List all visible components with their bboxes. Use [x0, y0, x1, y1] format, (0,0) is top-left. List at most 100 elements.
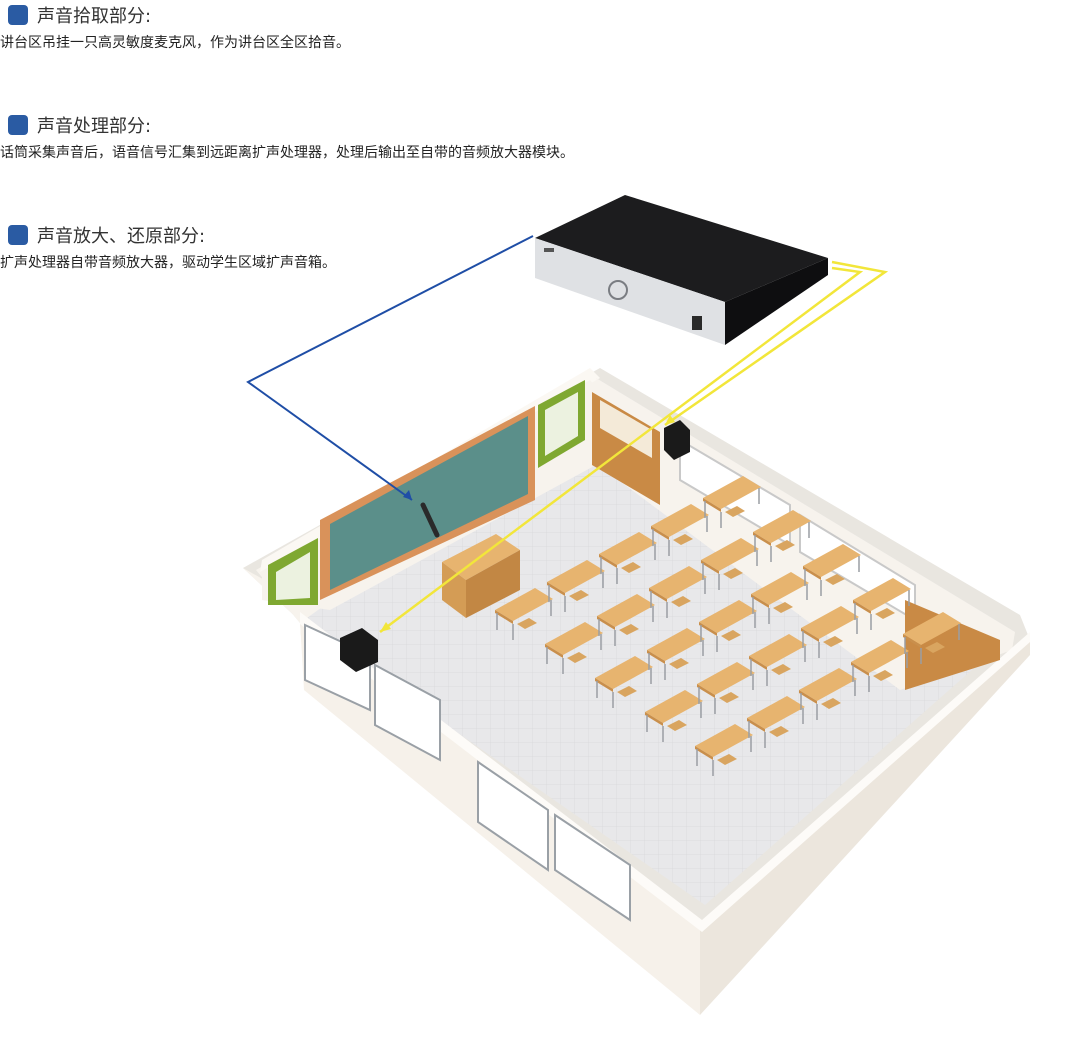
desk-edge — [749, 656, 767, 670]
desk-legs — [600, 544, 656, 584]
chair — [667, 720, 687, 731]
student-desks — [495, 476, 961, 776]
desk-edge — [595, 678, 613, 692]
desk-legs — [646, 702, 702, 742]
chair — [567, 652, 587, 663]
blackboard — [330, 416, 528, 590]
desk-legs — [800, 680, 856, 720]
front-window-4 — [554, 813, 631, 922]
desk-legs — [750, 646, 806, 686]
chair — [671, 596, 691, 607]
speaker-arrow-2 — [380, 622, 391, 632]
speaker-front — [340, 628, 378, 672]
desk — [751, 572, 809, 605]
desk-edge — [753, 532, 771, 546]
section-title-text: 声音拾取部分: — [37, 6, 152, 27]
desk-legs — [496, 600, 552, 640]
classroom-model — [243, 368, 1030, 1015]
chair — [725, 506, 745, 517]
section-title: 声音放大、还原部分: — [0, 222, 336, 248]
desk — [701, 538, 759, 571]
desk — [803, 544, 861, 577]
chair — [821, 698, 841, 709]
desk — [799, 668, 857, 701]
chair — [673, 534, 693, 545]
chair — [669, 658, 689, 669]
desk — [545, 622, 603, 655]
desk — [903, 612, 961, 645]
desk-legs — [802, 618, 858, 658]
processor-device — [535, 195, 828, 345]
desk-legs — [804, 556, 860, 596]
desk-legs — [702, 550, 758, 590]
chair — [717, 754, 737, 765]
desk — [753, 510, 811, 543]
signal-lines — [246, 235, 889, 633]
device-side — [725, 258, 828, 345]
desk-edge — [851, 662, 869, 676]
notice-paper-right — [545, 392, 578, 456]
desk-edge — [903, 634, 921, 648]
desk-edge — [751, 594, 769, 608]
section-description: 讲台区吊挂一只高灵敏度麦克风，作为讲台区全区拾音。 — [0, 35, 350, 51]
desk — [651, 504, 709, 537]
desk-edge — [545, 644, 563, 658]
device-switch — [692, 316, 702, 330]
chair — [775, 540, 795, 551]
desk-legs — [698, 674, 754, 714]
desk-edge — [703, 498, 721, 512]
desk — [495, 588, 553, 621]
desk-edge — [803, 566, 821, 580]
device-logo — [544, 248, 554, 252]
section-amplification: 声音放大、还原部分: 扩声处理器自带音频放大器，驱动学生区域扩声音箱。 — [0, 222, 336, 272]
speaker-back — [664, 420, 690, 460]
desk-legs — [696, 736, 752, 776]
desk — [747, 696, 805, 729]
desk — [645, 690, 703, 723]
desk-legs — [652, 516, 708, 556]
desk-legs — [598, 606, 654, 646]
desk — [699, 600, 757, 633]
desk-edge — [495, 610, 513, 624]
chair — [619, 624, 639, 635]
chair — [823, 636, 843, 647]
microphone — [420, 502, 440, 538]
desk — [853, 578, 911, 611]
chair — [769, 726, 789, 737]
desk — [801, 606, 859, 639]
device-top — [535, 195, 828, 302]
chair — [719, 692, 739, 703]
desk-legs — [650, 578, 706, 618]
desk-legs — [648, 640, 704, 680]
desk-edge — [597, 616, 615, 630]
desk-legs — [548, 572, 604, 612]
desk-legs — [546, 634, 602, 674]
podium-side — [466, 550, 520, 618]
desk-legs — [596, 668, 652, 708]
square-marker-icon — [8, 225, 28, 245]
section-title-text: 声音放大、还原部分: — [37, 226, 206, 247]
chair — [925, 642, 945, 653]
front-window-2 — [374, 663, 441, 762]
desk — [547, 560, 605, 593]
desk-edge — [853, 600, 871, 614]
chair — [617, 686, 637, 697]
back-door-window — [600, 400, 652, 458]
desk — [703, 476, 761, 509]
chair — [721, 630, 741, 641]
chair — [825, 574, 845, 585]
desk-legs — [754, 522, 810, 562]
speaker-arrow-1 — [665, 415, 675, 425]
desk-edge — [799, 690, 817, 704]
section-description: 话筒采集声音后，语音信号汇集到远距离扩声处理器，处理后输出至自带的音频放大器模块… — [0, 145, 574, 161]
square-marker-icon — [8, 115, 28, 135]
desk-edge — [697, 684, 715, 698]
desk — [597, 594, 655, 627]
desk-edge — [599, 554, 617, 568]
device-front — [535, 238, 725, 345]
desk-legs — [700, 612, 756, 652]
desk-edge — [649, 588, 667, 602]
desk-legs — [854, 590, 910, 630]
desk-legs — [704, 488, 760, 528]
